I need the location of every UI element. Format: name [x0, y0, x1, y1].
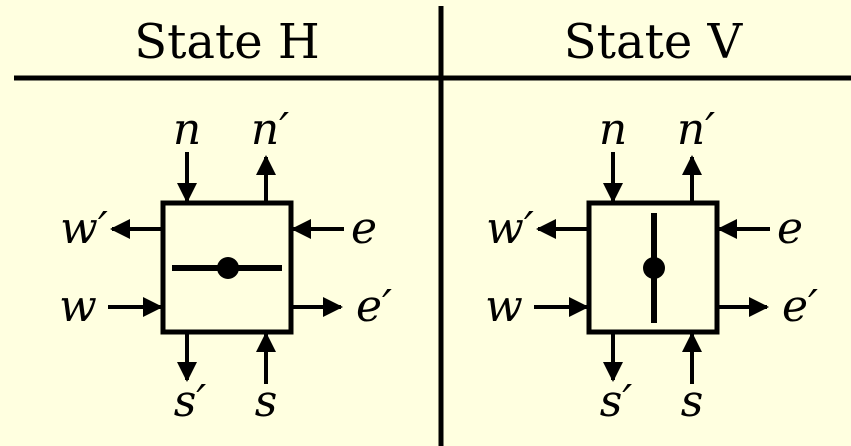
panel-title-v: State V [564, 14, 744, 70]
label-w: w [59, 281, 97, 332]
label-n: n [599, 104, 627, 155]
panel-title-h: State H [134, 14, 320, 70]
label-s: s [681, 376, 704, 427]
panel-h: n n′ w′ w e e′ s′ s [59, 104, 392, 427]
cell-box [160, 200, 294, 335]
label-e-prime: e′ [356, 281, 392, 332]
label-n-prime: n′ [677, 104, 715, 155]
label-w: w [485, 281, 523, 332]
label-e-prime: e′ [782, 281, 818, 332]
label-s-prime: s′ [600, 376, 633, 427]
label-s: s [255, 376, 278, 427]
panel-v: n n′ w′ w e e′ s′ s [485, 104, 818, 427]
center-dot [217, 257, 239, 279]
label-n: n [173, 104, 201, 155]
label-w-prime: w′ [60, 203, 108, 254]
label-e: e [777, 203, 803, 254]
label-e: e [351, 203, 377, 254]
label-n-prime: n′ [251, 104, 289, 155]
center-dot [643, 257, 665, 279]
label-s-prime: s′ [174, 376, 207, 427]
cell-box [586, 200, 720, 335]
label-w-prime: w′ [486, 203, 534, 254]
